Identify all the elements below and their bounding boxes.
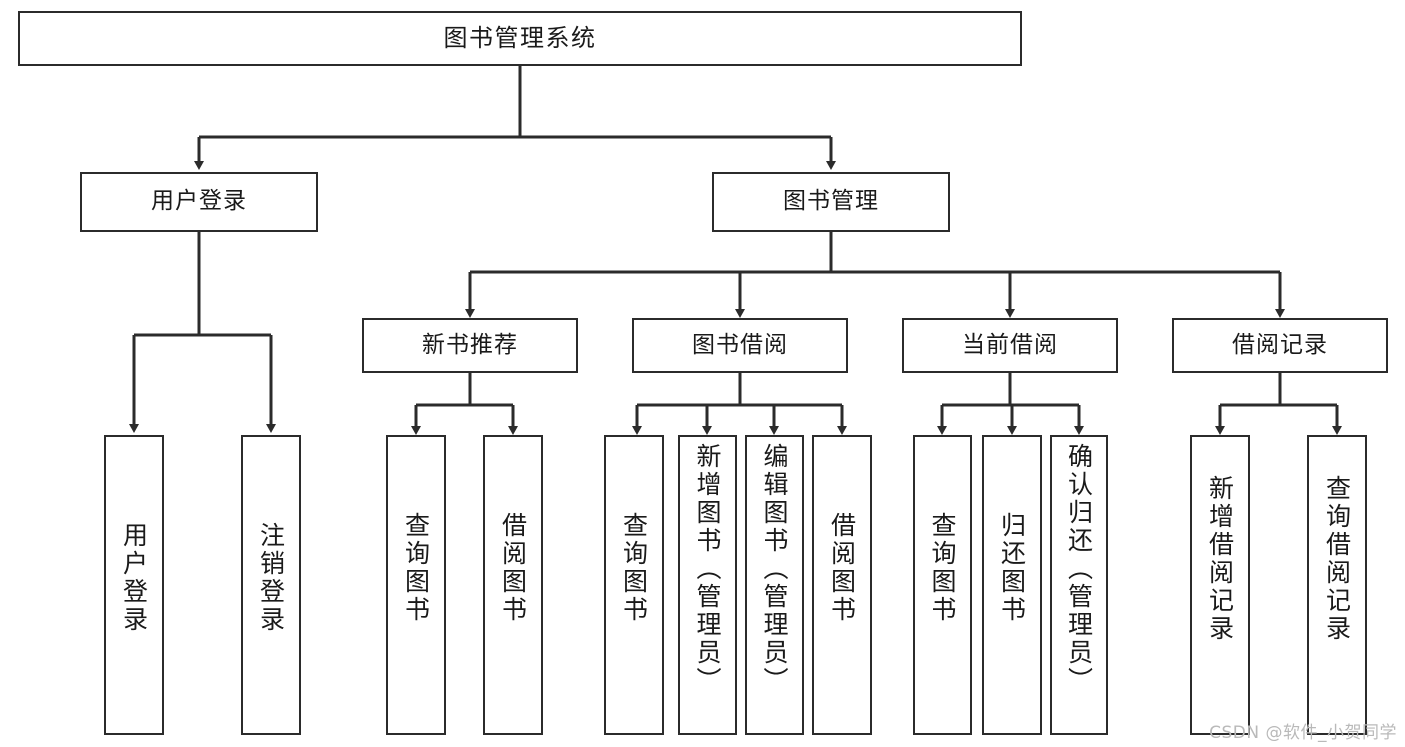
leaf-borrow-book-borrow-label: 借阅图书 <box>827 512 857 624</box>
node-book-borrow-label: 图书借阅 <box>692 331 788 358</box>
node-book-management-label: 图书管理 <box>783 188 879 215</box>
node-borrow-records-label: 借阅记录 <box>1232 331 1328 358</box>
node-current-borrow-label: 当前借阅 <box>962 331 1058 358</box>
node-user-login-label: 用户登录 <box>151 188 247 215</box>
leaf-logout-label: 注销登录 <box>256 522 286 634</box>
leaf-add-borrow-record[interactable]: 新增借阅记录 <box>1190 435 1250 735</box>
leaf-confirm-return-admin-label: 确认归还（管理员） <box>1064 443 1094 695</box>
leaf-borrow-book-newbook-label: 借阅图书 <box>498 512 528 624</box>
leaf-edit-book-admin[interactable]: 编辑图书（管理员） <box>745 435 804 735</box>
leaf-add-book-admin-label: 新增图书（管理员） <box>693 443 722 695</box>
leaf-user-login[interactable]: 用户登录 <box>104 435 164 735</box>
leaf-user-login-label: 用户登录 <box>119 522 149 634</box>
node-user-login[interactable]: 用户登录 <box>80 172 318 232</box>
leaf-query-book-newbook[interactable]: 查询图书 <box>386 435 446 735</box>
node-root[interactable]: 图书管理系统 <box>18 11 1022 66</box>
leaf-add-book-admin[interactable]: 新增图书（管理员） <box>678 435 737 735</box>
leaf-confirm-return-admin[interactable]: 确认归还（管理员） <box>1050 435 1108 735</box>
leaf-query-book-current[interactable]: 查询图书 <box>913 435 972 735</box>
leaf-query-book-borrow[interactable]: 查询图书 <box>604 435 664 735</box>
leaf-borrow-book-borrow[interactable]: 借阅图书 <box>812 435 872 735</box>
leaf-query-borrow-record-label: 查询借阅记录 <box>1322 475 1352 643</box>
leaf-query-book-borrow-label: 查询图书 <box>619 512 649 624</box>
leaf-query-book-newbook-label: 查询图书 <box>401 512 431 624</box>
watermark: CSDN @软件_小贺同学 <box>1209 723 1397 743</box>
leaf-return-book-label: 归还图书 <box>997 512 1027 624</box>
leaf-query-book-current-label: 查询图书 <box>928 512 957 624</box>
node-root-label: 图书管理系统 <box>443 24 597 53</box>
leaf-add-borrow-record-label: 新增借阅记录 <box>1205 475 1235 643</box>
leaf-edit-book-admin-label: 编辑图书（管理员） <box>760 443 789 695</box>
leaf-logout[interactable]: 注销登录 <box>241 435 301 735</box>
node-current-borrow[interactable]: 当前借阅 <box>902 318 1118 373</box>
node-book-management[interactable]: 图书管理 <box>712 172 950 232</box>
leaf-borrow-book-newbook[interactable]: 借阅图书 <box>483 435 543 735</box>
node-borrow-records[interactable]: 借阅记录 <box>1172 318 1388 373</box>
leaf-query-borrow-record[interactable]: 查询借阅记录 <box>1307 435 1367 735</box>
node-new-book-recommend-label: 新书推荐 <box>422 331 518 358</box>
leaf-return-book[interactable]: 归还图书 <box>982 435 1042 735</box>
node-new-book-recommend[interactable]: 新书推荐 <box>362 318 578 373</box>
node-book-borrow[interactable]: 图书借阅 <box>632 318 848 373</box>
